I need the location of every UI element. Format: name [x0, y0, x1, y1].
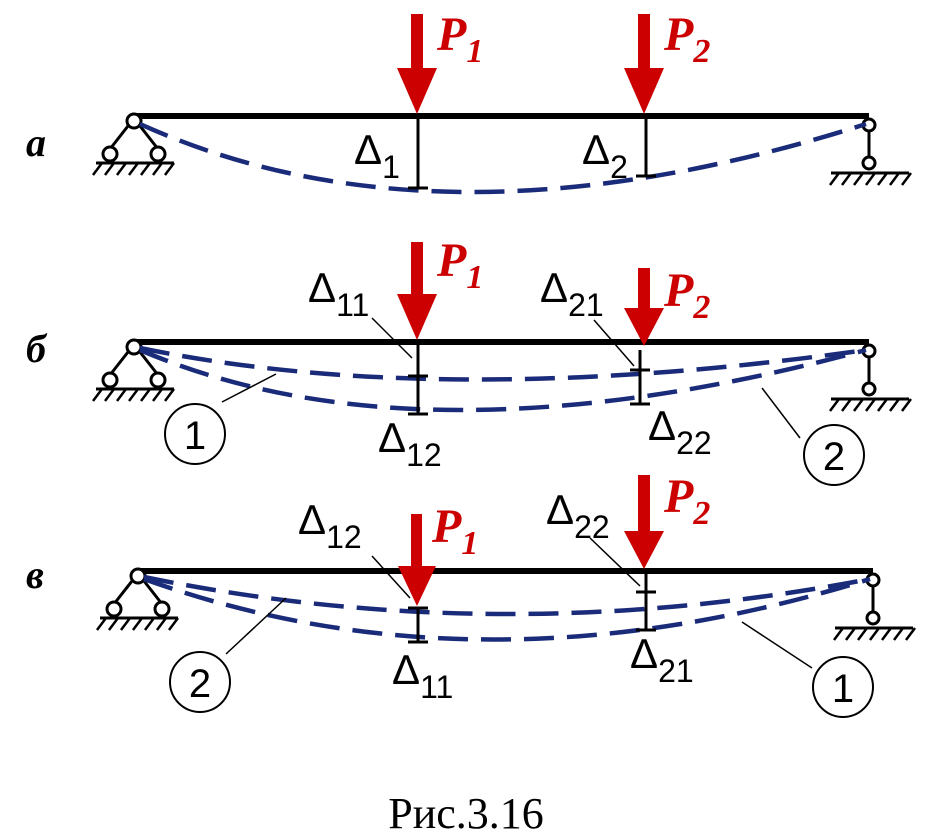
load-label-p2-a: P2 [663, 8, 710, 70]
load-label-p1-a: P1 [436, 8, 483, 70]
figure-caption: Рис.3.16 [388, 789, 544, 838]
deflection-curve-1-b [139, 345, 867, 382]
deflection-curve-a [139, 121, 867, 195]
load-arrow-p2-b [624, 268, 664, 346]
pin-support-a [91, 112, 176, 177]
panel-b: б P1 P2 Δ11 Δ12 Δ21 Δ22 [26, 234, 913, 486]
load-arrow-p1-a [397, 14, 437, 114]
panel-label-b: б [26, 326, 48, 371]
load-arrow-p2-c [624, 475, 664, 569]
delta-label-12-b: Δ12 [378, 414, 442, 473]
svg-text:1: 1 [832, 667, 854, 711]
load-arrow-p2-a [624, 14, 664, 114]
curve-callout-1-c: 1 [812, 656, 874, 718]
roller-support-a [828, 117, 913, 187]
curve-callout-2-c: 2 [169, 651, 231, 713]
panel-label-c: в [26, 552, 44, 597]
deflection-curve-2-c [143, 576, 871, 642]
delta-label-12-c: Δ12 [298, 496, 362, 555]
svg-text:2: 2 [823, 435, 845, 479]
svg-text:2: 2 [189, 662, 211, 706]
load-label-p2-c: P2 [663, 470, 710, 532]
panel-c: в P1 P2 Δ12 Δ22 Δ11 Δ21 [26, 470, 917, 718]
panel-label-a: а [26, 120, 46, 165]
delta-label-1-a: Δ1 [354, 126, 400, 185]
load-label-p1-b: P1 [436, 234, 483, 296]
pin-support-b [91, 338, 176, 403]
curve-callout-2-b: 2 [803, 424, 865, 486]
delta-label-21-c: Δ21 [630, 630, 694, 689]
panel-a: а P1 P2 Δ1 Δ2 [26, 8, 913, 195]
delta-label-11-c: Δ11 [392, 646, 453, 705]
curve-callout-1-b: 1 [164, 403, 226, 465]
delta-label-11-b: Δ11 [308, 264, 369, 323]
delta-label-22-c: Δ22 [546, 486, 610, 545]
load-arrow-p1-c [398, 514, 436, 606]
deflection-curve-2-b [139, 347, 867, 413]
delta-label-2-a: Δ2 [582, 126, 628, 185]
pin-support-c [95, 567, 180, 632]
load-arrow-p1-b [397, 242, 437, 340]
delta-label-21-b: Δ21 [540, 264, 604, 323]
load-label-p2-b: P2 [663, 264, 710, 326]
load-label-p1-c: P1 [431, 500, 478, 562]
svg-text:1: 1 [184, 414, 206, 458]
delta-label-22-b: Δ22 [648, 402, 712, 461]
deflection-curve-1-c [143, 574, 871, 617]
